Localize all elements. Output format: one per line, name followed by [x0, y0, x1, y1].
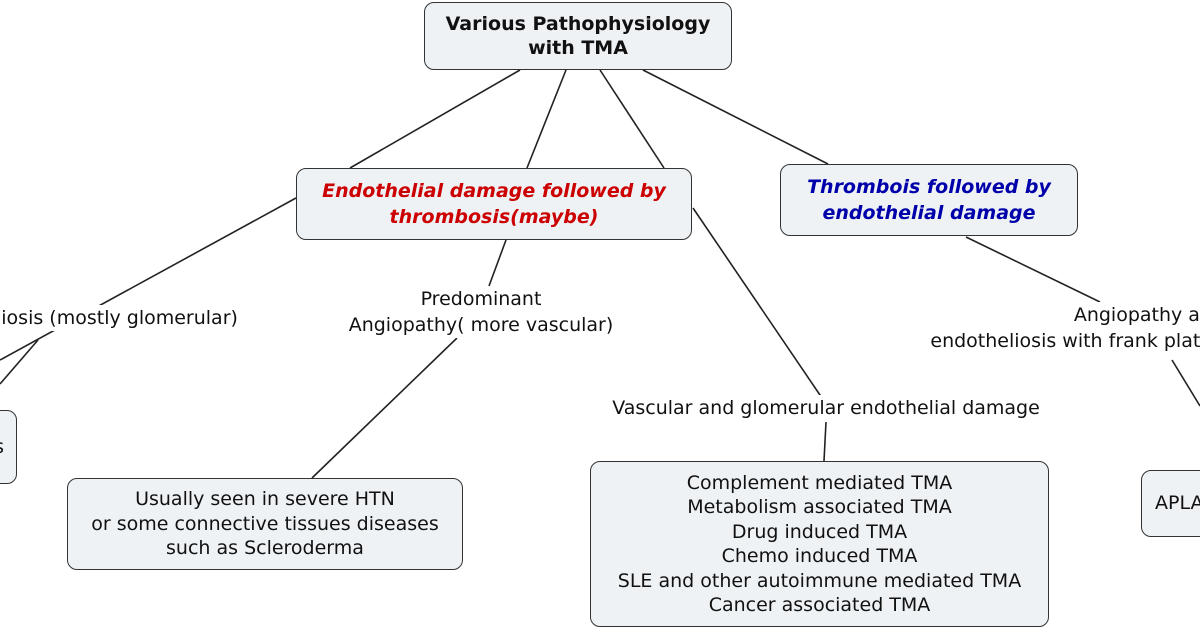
- tma-cause-item: Metabolism associated TMA: [687, 496, 952, 518]
- link-endothelial-to-angiopathy: [488, 239, 507, 287]
- left-partial-box-text: s: [0, 435, 4, 460]
- link-angiopathy-frank-to-right-box: [1171, 359, 1200, 407]
- link-endothelial-to-glomerular: [0, 197, 297, 361]
- right-partial-box: APLA: [1141, 470, 1200, 537]
- left-partial-box: s: [0, 410, 17, 484]
- label-angiopathy-frank: Angiopathy an endotheliosis with frank p…: [902, 302, 1200, 354]
- endothelial-damage-text: Endothelial damage followed by thrombosi…: [322, 180, 666, 228]
- link-glomerular-to-left-box: [0, 339, 39, 385]
- root-node-text: Various Pathophysiology with TMA: [445, 13, 711, 59]
- link-vascular-to-tma-box: [823, 421, 827, 462]
- tma-cause-item: Chemo induced TMA: [721, 545, 918, 567]
- label-angiopathy: Predominant Angiopathy( more vascular): [330, 286, 632, 338]
- link-root-to-endothelial-a: [349, 69, 521, 169]
- tma-cause-item: Drug induced TMA: [731, 520, 908, 543]
- thrombosis-node: Thrombois followed by endothelial damage: [780, 164, 1078, 236]
- link-angiopathy-to-htn-box: [311, 337, 458, 479]
- label-vascular-glomerular: Vascular and glomerular endothelial dama…: [590, 395, 1062, 421]
- thrombosis-text: Thrombois followed by endothelial damage: [807, 176, 1051, 224]
- endothelial-damage-node: Endothelial damage followed by thrombosi…: [296, 168, 692, 240]
- root-node: Various Pathophysiology with TMA: [424, 2, 732, 70]
- link-endothelial-to-vascular: [692, 207, 823, 399]
- htn-box-text: Usually seen in severe HTN or some conne…: [91, 488, 439, 560]
- htn-box: Usually seen in severe HTN or some conne…: [67, 478, 463, 570]
- tma-cause-item: Cancer associated TMA: [708, 594, 931, 616]
- tma-cause-item: Complement mediated TMA: [686, 471, 953, 494]
- link-root-to-endothelial-b: [526, 69, 567, 169]
- right-partial-box-text: APLA: [1155, 492, 1200, 515]
- tma-causes-box: Complement mediated TMA Metabolism assoc…: [590, 461, 1049, 627]
- link-thrombosis-to-angiopathy-frank: [965, 236, 1101, 303]
- link-root-to-thrombosis: [642, 69, 829, 165]
- tma-cause-item: SLE and other autoimmune mediated TMA: [617, 569, 1022, 592]
- link-root-to-endothelial-c: [599, 69, 665, 169]
- label-glomerular: liosis (mostly glomerular): [0, 305, 266, 331]
